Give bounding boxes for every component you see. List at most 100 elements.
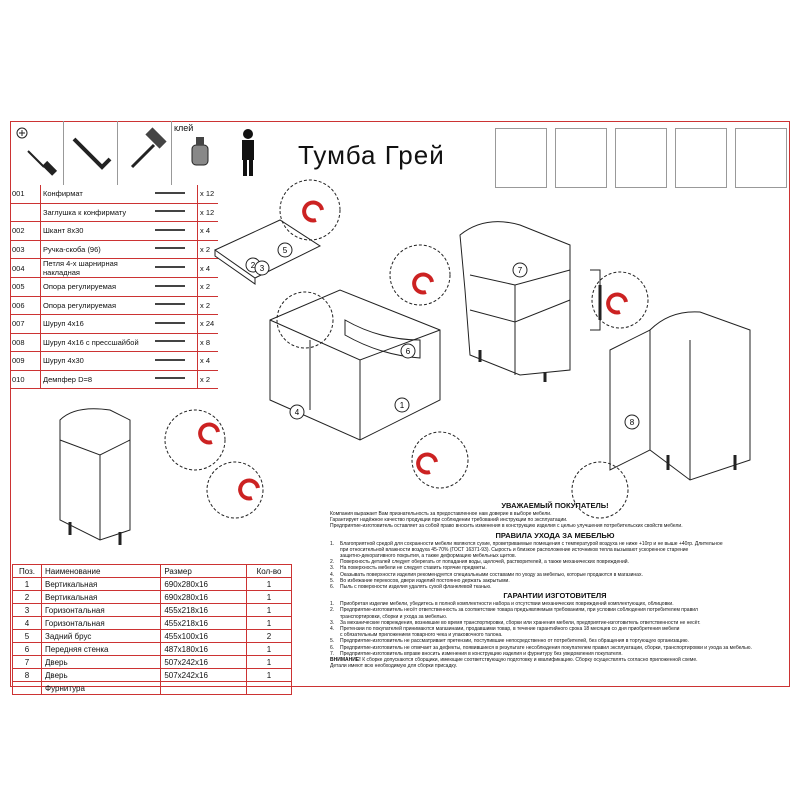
spec-cell: 6 [12,642,42,656]
care-item-number: 4. [330,571,335,578]
hardware-code: 005 [10,277,41,297]
hardware-code: 003 [10,240,41,259]
panel-number: 8 [630,418,635,427]
glue-tool: клей [172,121,226,185]
hardware-name: Демпфер D=8 [40,370,145,389]
care-item: 5.Во избежание перекосов, двери изделий … [330,578,780,584]
spec-cell: 1 [12,577,42,591]
warranty-item-number: 4. [330,626,335,633]
spec-row: Фурнитура [12,681,292,695]
warranty-item-text: Предприятие-изготовитель вправе вносить … [340,650,623,657]
spec-cell: Задний брус [40,629,162,643]
spec-cell: 8 [12,668,42,682]
spec-cell: Вертикальная [40,590,162,604]
hardware-name: Петля 4-х шарнирная накладная [40,258,145,278]
panel-number: 5 [283,246,288,255]
spec-cell [246,681,292,695]
care-item-text: На поверхность мебели не следует ставить… [340,565,487,572]
hardware-row: 006 Опора регулируемая x 2 [10,296,218,315]
hinge-step-4 [675,128,727,188]
warranty-item-number: 6. [330,644,335,651]
notes-heading: УВАЖАЕМЫЙ ПОКУПАТЕЛЬ! [501,501,609,510]
attention-note-2: Детали имеют всю необходимую для сборки … [330,663,458,670]
warranty-item: 7. Предприятие-изготовитель вправе вносит… [330,651,780,657]
spec-cell [160,681,247,695]
hammer-tool [118,121,172,185]
hardware-sketch [145,333,198,352]
spec-cell: 3 [12,603,42,617]
hardware-qty: x 2 [197,370,218,389]
warranty-item-number: 3. [330,619,335,626]
warranty-heading: ГАРАНТИИ ИЗГОТОВИТЕЛЯ [503,591,607,601]
spec-header: Поз. [12,564,42,578]
care-item-text: Во избежание перекосов, двери изделий по… [340,577,510,584]
spec-cell: Передняя стенка [40,642,162,656]
care-item-text: Оказывать поверхности изделия рекомендуе… [340,571,643,578]
glue-label: клей [174,123,194,133]
spec-cell: 690x280x16 [160,577,247,591]
hinge-step-5 [735,128,787,188]
hardware-name: Ручка-скоба (96) [40,240,145,259]
hardware-code: 004 [10,258,41,278]
hardware-qty: x 12 [197,203,218,222]
panel-number: 7 [518,266,523,275]
panel-number-circle [289,404,305,420]
spec-cell: 1 [246,668,292,682]
care-item-number: 1. [330,540,335,547]
panel-number-circle [512,262,528,278]
hardware-qty: x 2 [197,296,218,315]
hardware-qty: x 4 [197,351,218,371]
hardware-sketch [145,240,198,259]
panel-number: 4 [295,408,300,417]
instruction-sheet-frame [10,121,790,687]
hardware-sketch [145,351,198,371]
tools-row: клей [10,121,228,185]
hardware-name: Конфирмат [40,185,145,204]
hardware-code [10,203,41,222]
hardware-code: 002 [10,221,41,241]
care-item-text: Поверхность деталей следует оберегать от… [340,559,629,566]
hardware-name: Шуруп 4x30 [40,351,145,371]
hardware-code: 009 [10,351,41,371]
warranty-item: 6. Предприятие-изготовитель не отвечает з… [330,645,780,651]
care-item-text: Благоприятной средой для сохранности меб… [340,540,723,547]
care-item: 4. Оказывать поверхности изделия рекоменд… [330,572,780,578]
spec-cell: 507x242x16 [160,668,247,682]
warranty-item-number: 5. [330,638,335,645]
warranty-item-text: Предприятие-изготовитель не отвечает за … [340,644,752,651]
hardware-code: 008 [10,333,41,352]
intro-line: Гарантирует надёжное качество продукции … [330,517,568,524]
hardware-list: 001 Конфирмат x 12 Заглушка к конфирмату… [10,185,218,389]
person-icon [242,129,254,176]
spec-cell: 455x100x16 [160,629,247,643]
hardware-name: Опора регулируемая [40,277,145,297]
hardware-row: 001 Конфирмат x 12 [10,185,218,204]
hardware-row: 007 Шуруп 4x16 x 24 [10,314,218,334]
phillips-icon [16,127,58,176]
hardware-row: 002 Шкант 8x30 x 4 [10,221,218,241]
hex-key-tool [64,121,118,185]
care-item-text: защитно-декоративного покрытия, а также … [340,553,517,560]
panel-number: 1 [400,401,405,410]
hardware-qty: x 12 [197,185,218,204]
hinge-step-1 [495,128,547,188]
panel-number-circle [277,242,293,258]
attention-text: К сборке допускаются сборщики, имеющие с… [362,657,698,664]
hardware-sketch [145,370,198,389]
warranty-item-number: 2. [330,607,335,614]
warranty-item-number: 7. [330,650,335,657]
spec-cell: 1 [246,577,292,591]
spec-cell: 1 [246,642,292,656]
spec-cell: 1 [246,603,292,617]
panel-number-circle [394,397,410,413]
hardware-sketch [145,296,198,315]
warranty-item-text: Предприятие-изготовитель несёт ответстве… [340,607,698,614]
hardware-sketch [145,258,198,278]
spec-header: Кол-во [246,564,292,578]
care-item: при относительной влажности воздуха 45-7… [330,547,780,553]
spec-cell: 7 [12,655,42,669]
spec-header: Размер [160,564,247,578]
